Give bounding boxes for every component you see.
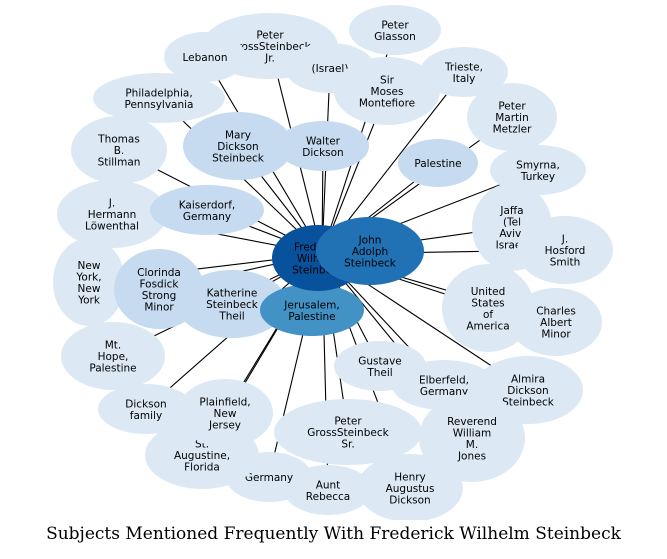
node-bubble-rwj	[419, 394, 525, 482]
node-label-mhp: Mt.Hope,Palestine	[89, 340, 136, 375]
node-bubble-ksg	[150, 185, 264, 235]
node-bubble-php	[93, 73, 225, 123]
node-label-isr: (Israel)	[312, 63, 349, 75]
node-bubble-df	[98, 384, 194, 434]
node-bubble-jhl	[57, 180, 167, 248]
node-bubble-wd	[277, 121, 369, 171]
node-label-leb: Lebanon	[183, 52, 228, 64]
node-bubble-pal	[398, 139, 478, 187]
node-php: Philadelphia,Pennsylvania	[93, 73, 225, 123]
node-bubble-tbs	[71, 116, 167, 184]
node-bubble-pnj	[177, 379, 273, 447]
node-bubble-cam	[510, 288, 602, 356]
node-bubble-nyny	[53, 238, 125, 326]
chart-title: Subjects Mentioned Frequently With Frede…	[46, 524, 621, 544]
node-ksg: Kaiserdorf,Germany	[150, 185, 264, 235]
node-bubble-jer	[260, 284, 364, 336]
node-pal: Palestine	[398, 139, 478, 187]
node-mhp: Mt.Hope,Palestine	[61, 322, 165, 390]
node-bubble-jas	[316, 217, 424, 285]
node-bubble-cfs	[114, 249, 204, 329]
node-label-smy: Smyrna,Turkey	[516, 159, 560, 183]
node-bubble-tri	[420, 47, 508, 97]
node-bubble-usa	[442, 264, 534, 352]
node-bubble-smy	[490, 145, 586, 195]
node-tri: Trieste,Italy	[420, 47, 508, 97]
node-label-ger: Germany	[245, 472, 293, 484]
node-bubble-smm	[334, 57, 440, 125]
node-label-elb: Elberfeld,Germany	[419, 374, 469, 398]
node-label-ksg: Kaiserdorf,Germany	[179, 199, 236, 223]
node-bubble-pg	[349, 5, 441, 55]
node-jer: Jerusalem,Palestine	[260, 284, 364, 336]
node-smy: Smyrna,Turkey	[490, 145, 586, 195]
node-label-jer: Jerusalem,Palestine	[283, 299, 339, 323]
node-leb: Lebanon	[164, 32, 246, 82]
node-bubble-kst	[177, 270, 287, 338]
node-bubble-pmm	[467, 83, 557, 151]
node-label-pal: Palestine	[414, 158, 461, 170]
node-label-php: Philadelphia,Pennsylvania	[125, 87, 194, 111]
node-bubble-mds	[183, 112, 293, 180]
node-label-tri: Trieste,Italy	[444, 61, 483, 85]
node-bubble-leb	[164, 32, 246, 82]
node-bubble-had	[357, 454, 463, 520]
node-bubble-mhp	[61, 322, 165, 390]
node-bubble-jhs	[517, 216, 613, 284]
node-bubble-pgss	[274, 399, 422, 465]
